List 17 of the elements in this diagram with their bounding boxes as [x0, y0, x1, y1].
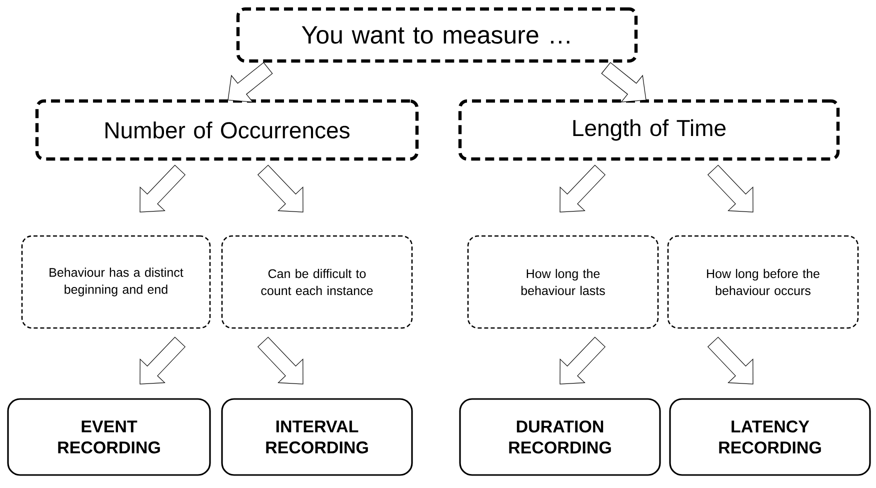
block-arrow [601, 62, 646, 102]
block-arrow [228, 62, 273, 102]
description-box: How long the behaviour lasts [467, 235, 659, 329]
question-box: You want to measure … [236, 7, 638, 63]
method-box: DURATION RECORDING [459, 398, 661, 476]
description-box: Can be difficult to count each instance [221, 235, 413, 329]
block-arrow [257, 164, 304, 212]
block-arrow [707, 336, 754, 384]
method-box: LATENCY RECORDING [669, 398, 871, 476]
block-arrow [707, 164, 754, 212]
category-box: Length of Time [458, 99, 840, 161]
description-box: How long before the behaviour occurs [667, 235, 859, 329]
category-box: Number of Occurrences [35, 99, 419, 161]
block-arrow [257, 336, 304, 384]
method-box: EVENT RECORDING [7, 398, 211, 476]
description-box: Behaviour has a distinct beginning and end [21, 235, 211, 329]
method-box: INTERVAL RECORDING [221, 398, 413, 476]
